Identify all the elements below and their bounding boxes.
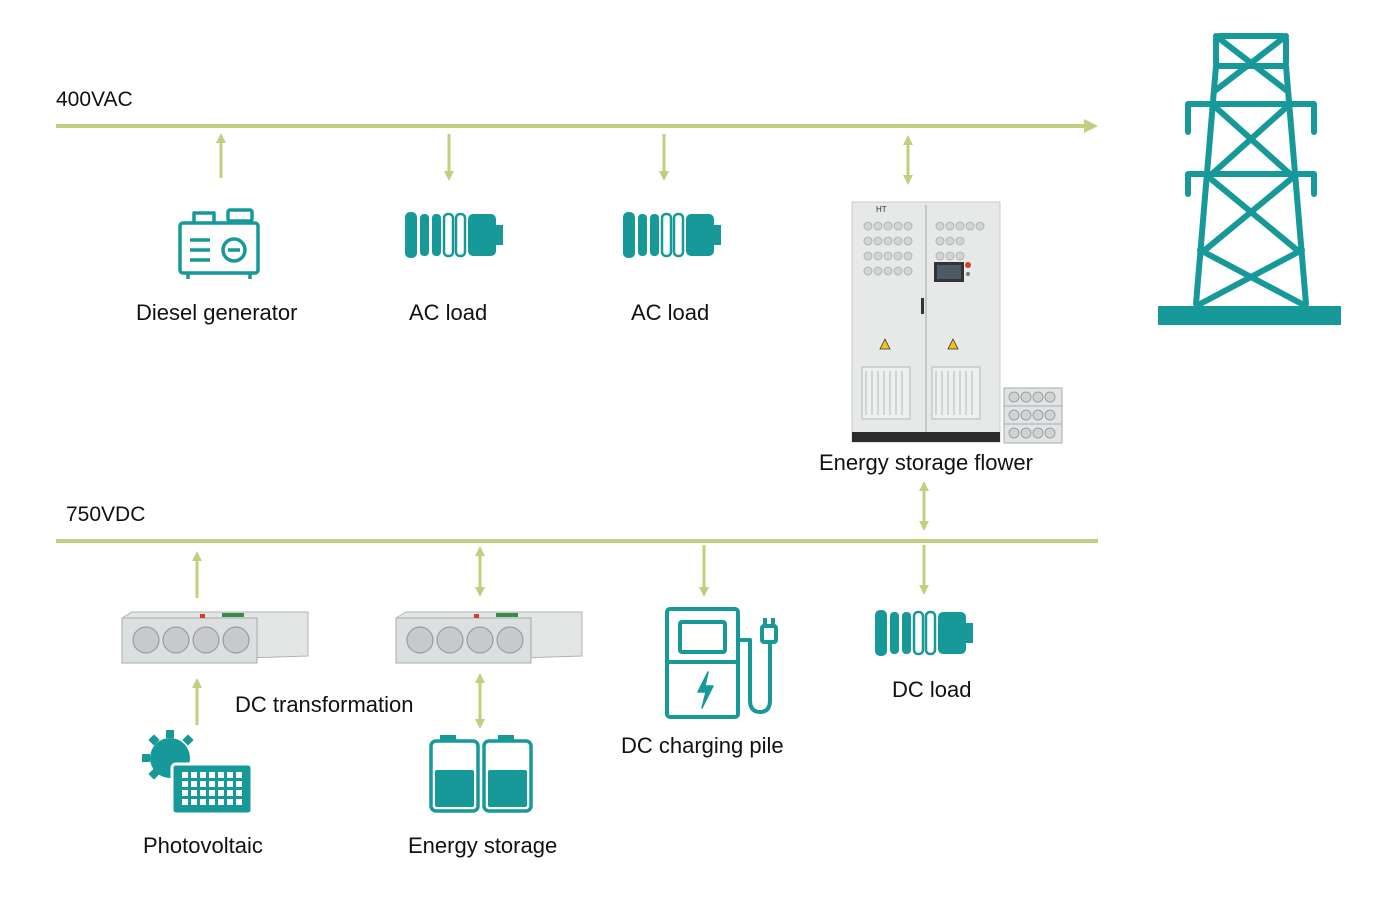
svg-text:HT: HT bbox=[876, 205, 887, 214]
ac-bus-label: 400VAC bbox=[56, 88, 133, 111]
ac-load-1-label: AC load bbox=[409, 300, 488, 325]
transmission-tower-icon bbox=[1185, 33, 1317, 307]
diesel-generator-label: Diesel generator bbox=[136, 300, 298, 325]
ac-bus-line bbox=[56, 119, 1098, 133]
energy-storage-icon bbox=[429, 735, 533, 813]
ac-load-2-icon bbox=[623, 212, 721, 258]
ac-load-2-label: AC load bbox=[631, 300, 710, 325]
energy-storage-flower-label: Energy storage flower bbox=[819, 450, 1033, 475]
dc-load-icon bbox=[875, 610, 973, 656]
energy-storage-cabinet-image: HT bbox=[851, 201, 1063, 444]
dc-bus-label: 750VDC bbox=[66, 503, 146, 526]
dc-charging-pile-label: DC charging pile bbox=[621, 733, 784, 758]
photovoltaic-icon bbox=[142, 730, 254, 816]
energy-storage-label: Energy storage bbox=[408, 833, 558, 858]
photovoltaic-label: Photovoltaic bbox=[143, 833, 263, 858]
dc-transformation-label: DC transformation bbox=[235, 692, 414, 717]
tower-base bbox=[1158, 306, 1341, 325]
ac-load-1-icon bbox=[405, 212, 503, 258]
dc-load-label: DC load bbox=[892, 677, 972, 702]
dc-transformation-module-1-image bbox=[121, 611, 309, 664]
dc-transformation-module-2-image bbox=[395, 611, 583, 664]
dc-charging-pile-icon bbox=[665, 607, 778, 719]
diesel-generator-icon bbox=[178, 208, 260, 279]
